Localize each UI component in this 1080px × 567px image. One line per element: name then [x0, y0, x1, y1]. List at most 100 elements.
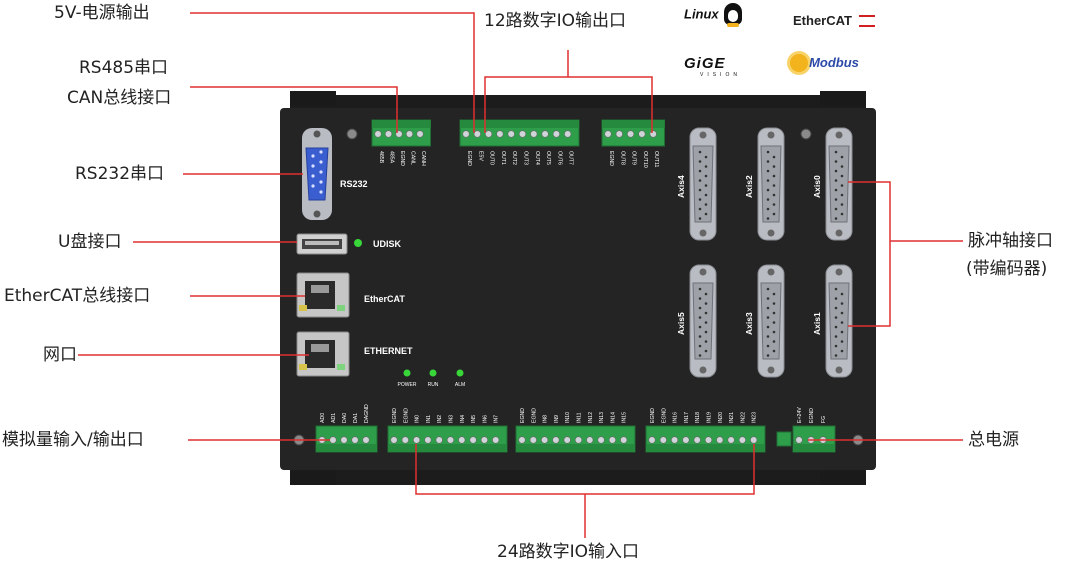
pin-label: AD0 [320, 413, 326, 423]
pin-label: IN23 [752, 412, 758, 423]
callout-io-input: 24路数字IO输入口 [497, 542, 640, 562]
callout-analog: 模拟量输入/输出口 [2, 430, 144, 450]
modbus-logo: Modbus [790, 52, 859, 72]
pin-label: IN12 [588, 412, 594, 423]
pin-label: IN17 [684, 412, 690, 423]
pin-label: EGND [392, 408, 398, 423]
pin-label: E5V [477, 151, 483, 161]
udisk-led [354, 239, 362, 247]
gige-logo-text: GiGE [684, 55, 726, 72]
pin-label: OUT2 [511, 151, 517, 165]
pin-label: IN7 [494, 415, 500, 423]
output-terminal-b: EGND OUT8 OUT9 OUT10 OUT11 [601, 119, 665, 168]
pin-label: AD1 [331, 413, 337, 423]
pin-label: IN8 [543, 415, 549, 423]
callout-network: 网口 [43, 345, 77, 365]
callout-ethercat: EtherCAT总线接口 [4, 286, 151, 306]
pin-label: OUT0 [489, 151, 495, 165]
pin-label: IN5 [471, 415, 477, 423]
pin-label: FG [821, 416, 827, 423]
axis-connector: Axis3 [744, 264, 785, 378]
pin-label: EGND [809, 408, 815, 423]
usb-port [296, 233, 348, 255]
callout-main-power: 总电源 [968, 430, 1019, 450]
linux-logo: Linux [684, 3, 742, 27]
pin-label: EGND [520, 408, 526, 423]
pin-label: IN4 [460, 415, 466, 423]
axis-label: Axis1 [812, 312, 822, 335]
led-label-alm: ALM [455, 382, 465, 388]
pin-label: IN16 [673, 412, 679, 423]
tux-icon [723, 3, 742, 27]
pin-label: IN21 [729, 412, 735, 423]
linux-logo-text: Linux [684, 6, 719, 22]
pin-label: IN13 [599, 412, 605, 423]
pin-label: IN6 [482, 415, 488, 423]
pin-label: DAGND [364, 404, 370, 423]
pin-label: 485A [389, 151, 395, 164]
ethercat-logo-text: EtherCAT [793, 13, 852, 28]
axis-label: Axis0 [812, 175, 822, 198]
axis-connector: Axis0 [812, 127, 853, 241]
pin-label: IN0 [415, 415, 421, 423]
pin-label: IN15 [622, 412, 628, 423]
pin-label: DA0 [342, 413, 348, 423]
pin-label: EGND [650, 408, 656, 423]
ethernet-port-label: ETHERNET [364, 346, 413, 356]
pin-label: IN14 [610, 412, 616, 423]
udisk-label: UDISK [373, 239, 402, 249]
pin-label: OUT10 [642, 151, 648, 168]
callout-lines [78, 12, 963, 538]
pin-label: OUT9 [631, 151, 637, 165]
rs232-label: RS232 [340, 179, 368, 189]
ethercat-logo: EtherCAT [793, 10, 876, 29]
pin-label: OUT3 [523, 151, 529, 165]
pin-label: IN18 [695, 412, 701, 423]
pin-label: IN22 [740, 412, 746, 423]
pin-label: EGND [661, 408, 667, 423]
callout-pulse-axis: 脉冲轴接口 [968, 231, 1053, 251]
pin-label: IN19 [707, 412, 713, 423]
power-ground-lug [776, 431, 792, 447]
callout-pulse-axis-encoder: (带编码器) [966, 259, 1048, 279]
pin-label: EGND [531, 408, 537, 423]
axis-label: Axis4 [676, 175, 686, 198]
callout-udisk: U盘接口 [58, 232, 122, 252]
pin-label: IN11 [577, 412, 583, 423]
led-label-run: RUN [428, 382, 439, 388]
controller-body [280, 91, 876, 485]
callout-rs485: RS485串口 [79, 58, 169, 78]
callout-rs232: RS232串口 [75, 164, 165, 184]
pin-label: EGND [403, 408, 409, 423]
pin-label: CANH [420, 151, 426, 166]
pin-label: EGND [399, 151, 405, 166]
axis-label: Axis3 [744, 312, 754, 335]
mounting-screws [293, 128, 864, 446]
pin-label: OUT11 [653, 151, 659, 167]
axis-connector: Axis5 [676, 264, 717, 378]
modbus-logo-text: Modbus [809, 55, 859, 70]
pin-label: OUT5 [545, 151, 551, 165]
pin-label: OUT7 [568, 151, 574, 165]
pin-label: OUT8 [619, 151, 625, 165]
pin-label: IN10 [565, 412, 571, 423]
pin-label: EGND [608, 151, 614, 166]
ethercat-arrow-icon [859, 14, 876, 27]
pin-label: EGND [466, 151, 472, 166]
led-label-power: POWER [398, 382, 417, 388]
ethercat-rj45-port [296, 272, 350, 318]
callout-io-output: 12路数字IO输出口 [484, 11, 627, 31]
pin-label: CANL [410, 151, 416, 165]
gige-vision-logo: GiGE VISION [684, 55, 741, 78]
pin-label: IN3 [449, 415, 455, 423]
